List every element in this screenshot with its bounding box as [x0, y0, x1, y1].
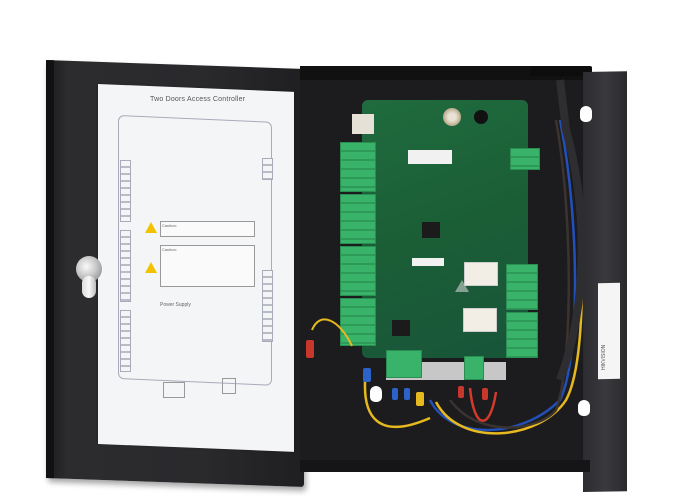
mounting-keyhole — [578, 400, 590, 416]
diagram-title: Two Doors Access Controller — [150, 96, 246, 103]
diagram-terminal — [222, 378, 236, 394]
terminal-block — [340, 246, 376, 296]
coin-battery — [443, 108, 461, 126]
warning-triangle-icon — [145, 262, 157, 273]
terminal-block — [340, 142, 376, 192]
mounting-keyhole — [370, 386, 382, 402]
rj45-port — [352, 114, 374, 134]
mcu-chip — [422, 222, 440, 238]
diagram-terminal-column — [262, 270, 273, 342]
serial-sticker — [408, 150, 452, 164]
terminal-block — [340, 298, 376, 346]
diagram-terminal-column — [120, 310, 131, 372]
barcode-sticker — [412, 258, 444, 266]
terminal-block — [506, 312, 538, 358]
power-supply-heading: Power Supply — [160, 302, 191, 308]
warning-triangle-icon — [145, 222, 157, 233]
terminal-block — [340, 194, 376, 244]
terminal-block — [464, 356, 484, 380]
caution-box-1: Caution: — [160, 221, 255, 237]
mounting-keyhole — [580, 106, 592, 122]
relay-2 — [463, 308, 497, 332]
buzzer — [474, 110, 488, 124]
diagram-terminal — [163, 382, 185, 398]
diagram-terminal-column — [120, 160, 131, 222]
relay-1 — [464, 262, 498, 286]
caution-box-2: Caution: — [160, 245, 255, 287]
diagram-terminal-column — [120, 230, 131, 302]
terminal-block — [386, 350, 422, 378]
enclosure-bottom-edge — [300, 460, 590, 472]
controller-pcb — [362, 100, 528, 358]
terminal-block — [510, 148, 540, 170]
terminal-block — [506, 264, 538, 310]
diagram-terminal-column — [262, 158, 273, 180]
cam-lock-tab — [82, 276, 96, 298]
relay-small — [392, 320, 410, 336]
enclosure-top-edge — [300, 66, 585, 80]
cable-entry-tab — [530, 66, 592, 76]
high-voltage-icon — [455, 280, 469, 292]
